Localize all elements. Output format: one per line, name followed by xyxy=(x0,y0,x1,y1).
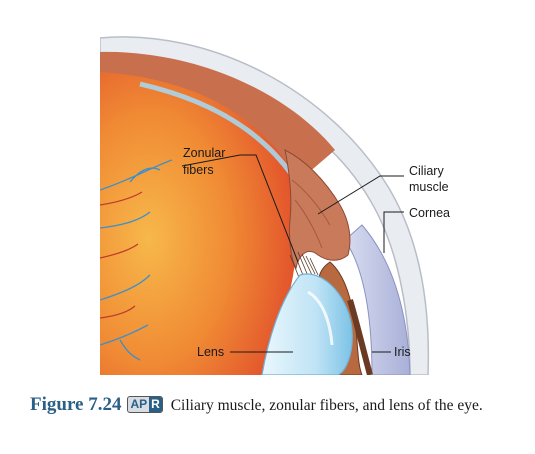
blood-vessels xyxy=(100,159,173,361)
cornea-leader xyxy=(383,211,404,253)
label-ciliary-line2: muscle xyxy=(409,180,449,194)
zonular-leader xyxy=(240,154,299,263)
label-lens: Lens xyxy=(197,345,224,359)
ciliary-muscle xyxy=(284,149,351,270)
label-cornea: Cornea xyxy=(409,206,450,220)
zonular-fibers xyxy=(289,251,319,281)
label-zonular-line1: Zonular xyxy=(183,146,225,160)
lens xyxy=(261,273,353,375)
label-zonular-line2: fibers xyxy=(183,163,214,177)
label-iris: Iris xyxy=(394,345,411,359)
caption-text: Ciliary muscle, zonular fibers, and lens… xyxy=(170,397,483,414)
cornea xyxy=(344,224,411,375)
apr-badge-left: AP xyxy=(130,397,148,411)
figure-number: Figure 7.24 xyxy=(30,394,122,415)
label-ciliary-line1: Ciliary xyxy=(409,164,444,178)
ciliary-leader xyxy=(317,175,404,215)
retina xyxy=(100,72,297,375)
apr-badge-right: R xyxy=(149,397,162,412)
